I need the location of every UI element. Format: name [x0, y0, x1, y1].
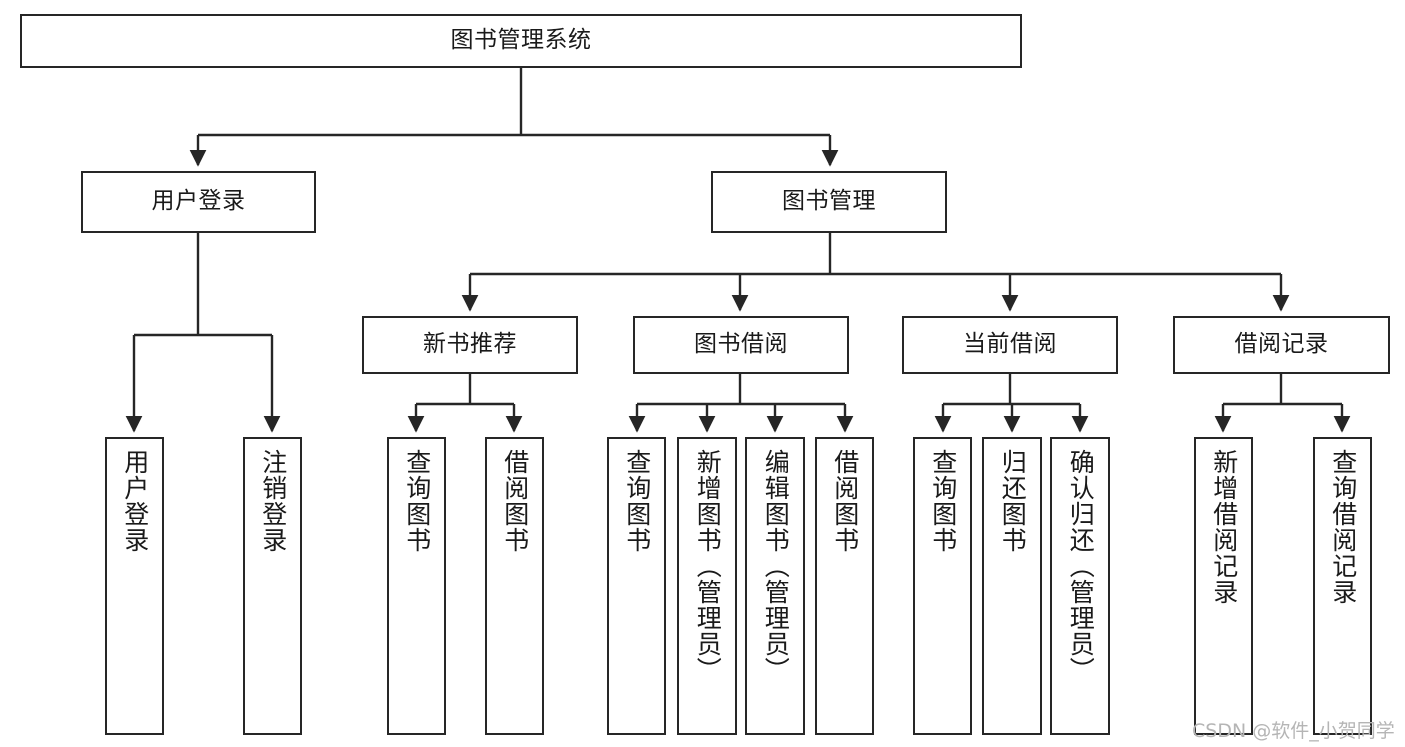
node-leaf-borrow-book-2[interactable]: 借阅图书 — [815, 437, 874, 735]
node-book-management-label: 图书管理 — [782, 188, 876, 215]
node-leaf-edit-book-label: 编辑图书（管理员） — [761, 449, 791, 683]
node-new-book-recommend[interactable]: 新书推荐 — [362, 316, 578, 374]
node-leaf-return-book-label: 归还图书 — [998, 449, 1028, 553]
node-leaf-query-book-1-label: 查询图书 — [402, 449, 432, 553]
node-leaf-query-record-label: 查询借阅记录 — [1328, 449, 1358, 605]
node-current-borrow[interactable]: 当前借阅 — [902, 316, 1118, 374]
node-leaf-add-record[interactable]: 新增借阅记录 — [1194, 437, 1253, 735]
node-leaf-query-book-3[interactable]: 查询图书 — [913, 437, 972, 735]
node-leaf-logout[interactable]: 注销登录 — [243, 437, 302, 735]
node-leaf-borrow-book-1-label: 借阅图书 — [500, 449, 530, 553]
node-leaf-add-book[interactable]: 新增图书（管理员） — [677, 437, 737, 735]
node-leaf-query-book-2[interactable]: 查询图书 — [607, 437, 666, 735]
node-leaf-borrow-book-1[interactable]: 借阅图书 — [485, 437, 544, 735]
node-book-borrow-label: 图书借阅 — [694, 331, 788, 358]
csdn-watermark: CSDN @软件_小贺同学 — [1192, 720, 1395, 742]
node-leaf-add-book-label: 新增图书（管理员） — [693, 449, 723, 683]
node-leaf-user-login[interactable]: 用户登录 — [105, 437, 164, 735]
node-leaf-query-record[interactable]: 查询借阅记录 — [1313, 437, 1372, 735]
node-leaf-confirm-return-label: 确认归还（管理员） — [1066, 449, 1096, 683]
node-book-management[interactable]: 图书管理 — [711, 171, 947, 233]
node-book-borrow[interactable]: 图书借阅 — [633, 316, 849, 374]
node-leaf-query-book-2-label: 查询图书 — [622, 449, 652, 553]
node-user-login[interactable]: 用户登录 — [81, 171, 316, 233]
node-borrow-record[interactable]: 借阅记录 — [1173, 316, 1390, 374]
node-current-borrow-label: 当前借阅 — [963, 331, 1057, 358]
node-borrow-record-label: 借阅记录 — [1234, 331, 1329, 358]
node-leaf-confirm-return[interactable]: 确认归还（管理员） — [1050, 437, 1110, 735]
node-root[interactable]: 图书管理系统 — [20, 14, 1022, 68]
node-leaf-return-book[interactable]: 归还图书 — [982, 437, 1042, 735]
node-user-login-label: 用户登录 — [151, 188, 246, 215]
node-new-book-recommend-label: 新书推荐 — [423, 331, 517, 358]
node-leaf-add-record-label: 新增借阅记录 — [1209, 449, 1239, 605]
node-leaf-logout-label: 注销登录 — [258, 449, 288, 553]
node-leaf-borrow-book-2-label: 借阅图书 — [830, 449, 860, 553]
node-root-label: 图书管理系统 — [450, 27, 592, 54]
node-leaf-query-book-1[interactable]: 查询图书 — [387, 437, 446, 735]
node-leaf-user-login-label: 用户登录 — [120, 449, 150, 553]
node-leaf-query-book-3-label: 查询图书 — [928, 449, 958, 553]
node-leaf-edit-book[interactable]: 编辑图书（管理员） — [745, 437, 805, 735]
